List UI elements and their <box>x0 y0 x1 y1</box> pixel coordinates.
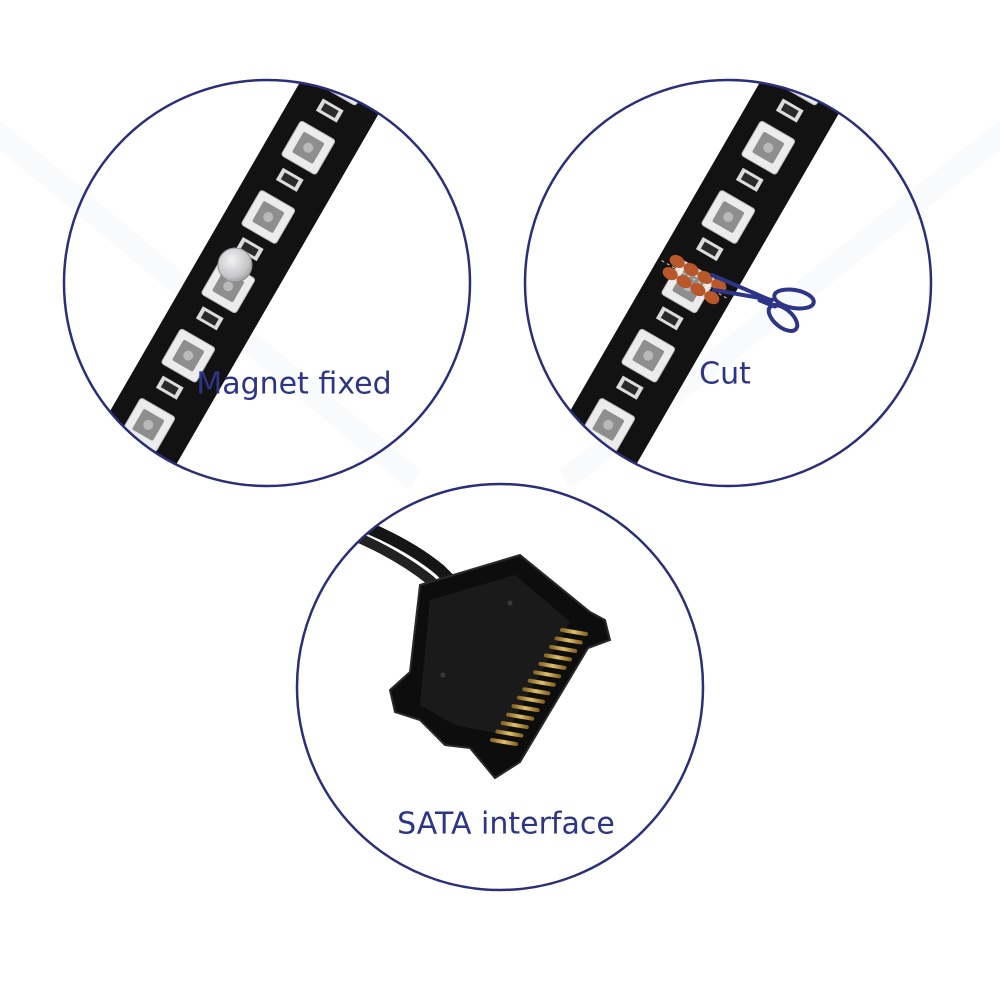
gold-pin <box>560 628 588 636</box>
resistor <box>615 375 644 400</box>
led-chip <box>281 121 335 175</box>
resistor <box>275 167 304 192</box>
led-chip <box>241 190 295 244</box>
gold-pin <box>516 695 545 704</box>
magnet-ring <box>62 78 472 488</box>
led-chip <box>821 0 876 37</box>
gold-pin <box>500 721 529 730</box>
resistor <box>155 375 184 400</box>
gold-pin <box>506 712 535 721</box>
led-chip <box>621 328 675 383</box>
led-chip <box>741 121 795 175</box>
gold-pin <box>533 670 562 679</box>
gold-pin <box>490 738 518 746</box>
gold-pin <box>554 636 583 645</box>
gold-pin <box>538 661 567 670</box>
sata-interface-panel <box>295 482 705 892</box>
gold-pin <box>495 729 524 738</box>
gold-pins <box>490 628 588 746</box>
resistor <box>235 237 264 262</box>
resistor <box>695 237 724 262</box>
gold-pin <box>543 653 572 662</box>
sata-connector <box>388 553 612 780</box>
resistor <box>775 98 804 123</box>
resistor <box>655 306 684 331</box>
led-chip <box>701 190 755 244</box>
resistor <box>315 98 344 123</box>
gold-pin <box>511 704 540 713</box>
led-chip <box>361 0 416 37</box>
gold-pin <box>549 644 578 653</box>
magnet-disc <box>217 247 253 283</box>
resistor <box>195 306 224 331</box>
gold-pin <box>522 687 551 696</box>
resistor <box>356 29 384 53</box>
magnet-fixed-panel <box>62 0 472 488</box>
resistor <box>735 167 764 192</box>
cut-ring <box>523 78 933 488</box>
resistor <box>816 29 844 53</box>
gold-pin <box>527 678 556 687</box>
scissors-icon <box>710 273 816 333</box>
sata-ring <box>295 482 705 892</box>
solder-pads <box>661 254 728 305</box>
led-chip <box>161 328 215 383</box>
